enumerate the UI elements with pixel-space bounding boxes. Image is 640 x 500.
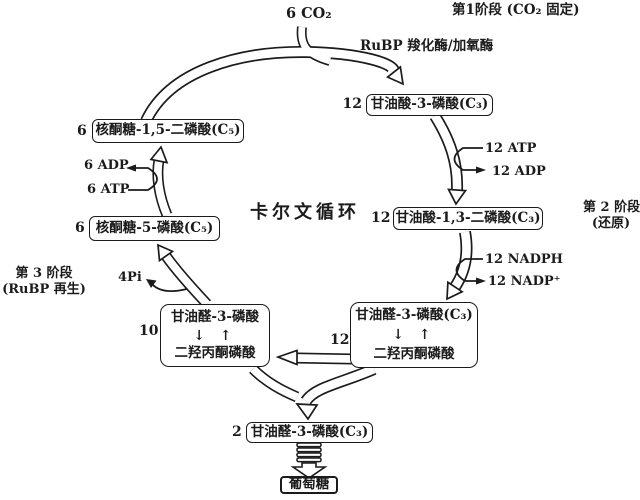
arrowhead — [157, 243, 175, 263]
g3p-output-box: 甘油醛-3-磷酸(C₃) — [246, 422, 373, 443]
atp-adp-curve-right — [453, 147, 486, 174]
stage3-label: 第 3 阶段 (RuBP 再生) — [0, 266, 88, 299]
triose-left-count: 10 — [139, 323, 159, 339]
arrow-trioses-to-output — [249, 363, 377, 421]
triose-right-box: 甘油醛-3-磷酸(C₃) ↓ ↑ 二羟丙酮磷酸 — [350, 302, 478, 368]
nadp12-label: 12 NADP⁺ — [488, 274, 561, 289]
multistep-arrow-to-glucose — [290, 442, 328, 479]
enzyme-label: RuBP 羧化酶/加氧酶 — [360, 38, 494, 54]
stage2-note: (还原) — [591, 216, 631, 232]
arrowhead — [295, 403, 319, 421]
atp6-label: 6 ATP — [87, 182, 130, 197]
triose-right-line1: 甘油醛-3-磷酸(C₃) — [355, 307, 473, 323]
triose-left-box: 甘油醛-3-磷酸 ↓ ↑ 二羟丙酮磷酸 — [160, 304, 270, 367]
interconversion-arrows-icon: ↓ ↑ — [193, 327, 237, 344]
pi-release-curve — [146, 279, 188, 293]
arrowhead — [446, 280, 464, 301]
g3p-out-count: 2 — [232, 424, 242, 440]
arc-arrow-r5p-to-rubp — [149, 145, 173, 218]
nadph-nadp-curve — [455, 258, 486, 285]
arrowhead — [275, 349, 298, 366]
triose-left-line2: 二羟丙酮磷酸 — [174, 344, 256, 361]
arrow-triose-right-to-left — [275, 349, 353, 366]
pga-count: 12 — [342, 96, 362, 112]
arrowhead — [385, 65, 405, 86]
pi4-label: 4Pi — [118, 270, 142, 285]
r5p-count: 6 — [75, 220, 85, 236]
atp12-label: 12 ATP — [485, 141, 537, 156]
stage2-title: 第 2 阶段 — [583, 200, 640, 215]
stage1-note: (CO₂ 固定) — [506, 2, 580, 18]
stage2-label: 第 2 阶段 (还原) — [583, 200, 640, 233]
bpga-box: 甘油酸-1,3-二磷酸(C₃) — [393, 207, 543, 230]
arrowhead — [149, 145, 169, 164]
atp-adp-curve-left — [126, 164, 158, 191]
stage3-note: (RuBP 再生) — [2, 282, 86, 298]
arrowhead — [447, 188, 468, 206]
adp6-label: 6 ADP — [84, 158, 129, 173]
stage1-title: 第1阶段 — [452, 2, 502, 18]
stage3-title: 第 3 阶段 — [15, 266, 73, 281]
block-arrowhead — [290, 462, 328, 479]
arc-arrow-triose-to-r5p — [157, 243, 212, 308]
arrowhead — [126, 164, 136, 172]
arc-arrow-bpga-to-triose — [446, 230, 473, 301]
arrowhead — [476, 277, 486, 285]
arrowhead — [476, 166, 486, 174]
interconversion-arrows-icon: ↓ ↑ — [392, 327, 436, 343]
arc-arrow-fixation — [140, 26, 405, 124]
triose-right-count: 12 — [330, 332, 350, 348]
r5p-box: 核酮糖-5-磷酸(C₅) — [89, 216, 220, 241]
cycle-title: 卡尔文循环 — [250, 202, 360, 223]
adp12-label: 12 ADP — [492, 164, 546, 179]
arc-arrow-pga-to-bpga — [429, 112, 468, 206]
triose-left-line1: 甘油醛-3-磷酸 — [170, 309, 260, 325]
rubp-count: 6 — [77, 123, 87, 139]
arrowhead — [146, 279, 157, 288]
nadph12-label: 12 NADPH — [485, 252, 563, 267]
co2-input-label: 6 CO₂ — [286, 5, 332, 22]
bpga-count: 12 — [371, 210, 391, 226]
stage1-label: 第1阶段 (CO₂ 固定) — [452, 2, 580, 19]
triose-right-line2: 二羟丙酮磷酸 — [373, 345, 455, 362]
glucose-box: 葡萄糖 — [280, 476, 338, 494]
rubp-box: 核酮糖-1,5-二磷酸(C₅) — [92, 119, 244, 143]
pga-box: 甘油酸-3-磷酸(C₃) — [366, 94, 493, 116]
